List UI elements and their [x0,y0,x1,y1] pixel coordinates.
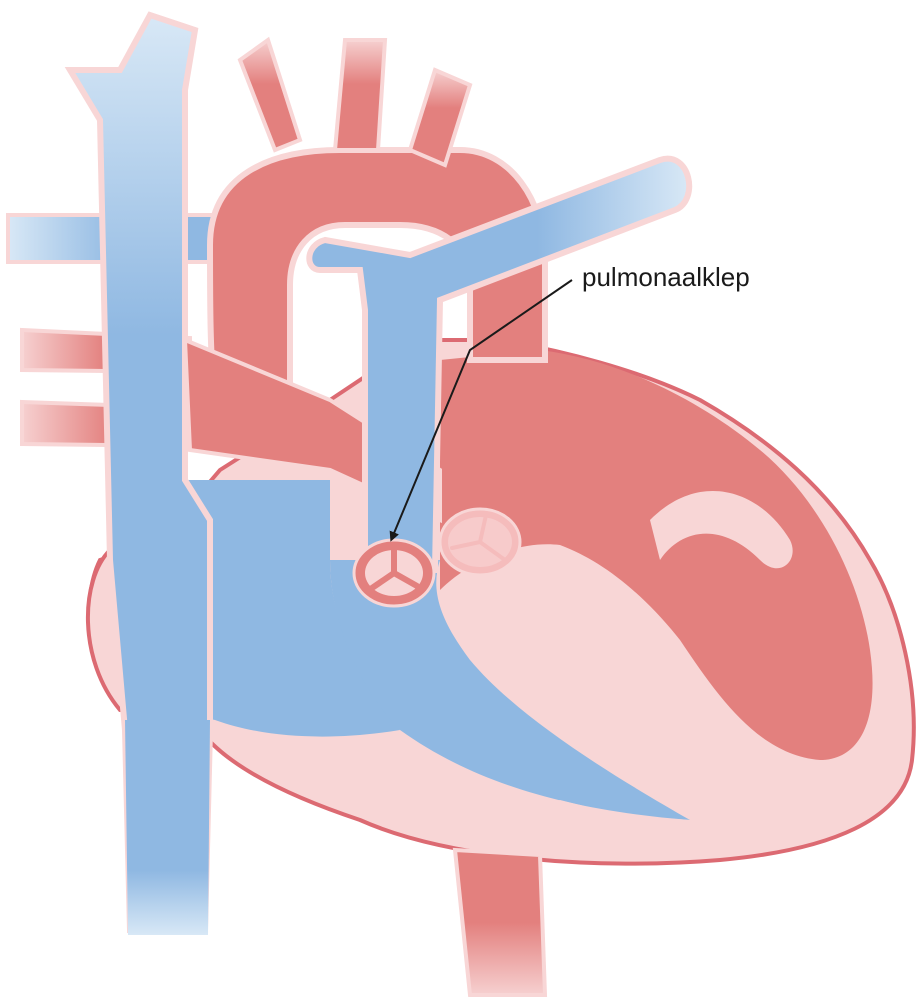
descending-aorta [455,850,545,995]
pulmonary-valve [354,540,434,606]
inferior-vena-cava [125,720,210,935]
aortic-valve [440,509,520,575]
pulmonary-valve-label: pulmonaalklep [582,262,750,292]
